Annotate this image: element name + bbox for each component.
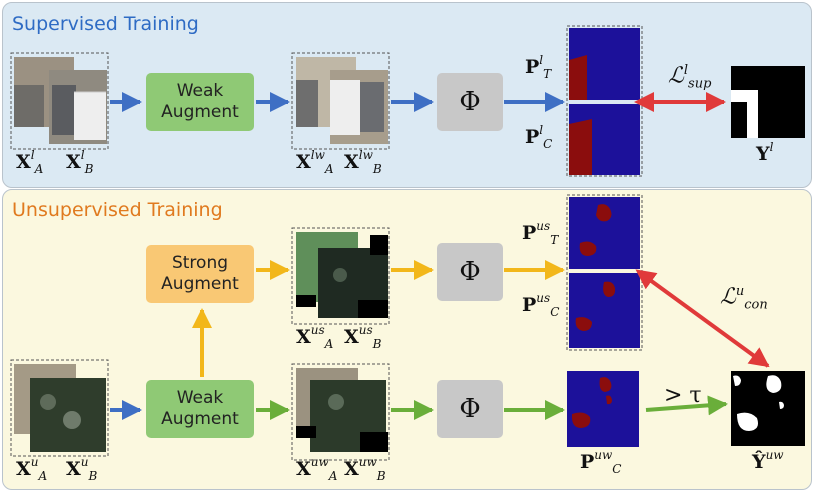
unsupervised-title: Unsupervised Training [12,199,223,221]
pseudo-label-map [731,371,805,446]
sup-label-y: Yl [756,140,774,165]
supervised-title: Supervised Training [12,13,199,35]
sup-weak-images [291,52,390,150]
sup-pred-t-label: PlT [525,53,552,81]
unsup-strong-model-phi: Φ [437,243,503,301]
unsup-weak-pred-label: PuwC [580,448,622,476]
sup-weak-augment-box: Weak Augment [146,73,254,131]
unsup-strong-b-label: XusB [344,323,382,351]
unsup-strong-images [291,227,390,325]
unsup-input-images [10,359,109,457]
unsup-weak-augment-box: Weak Augment [146,380,254,438]
pseudo-label-y: Ŷuw [752,448,784,473]
unsup-weak-model-phi: Φ [437,380,503,438]
sup-input-a-label: XlA [16,148,44,176]
sup-model-phi: Φ [437,73,503,131]
sup-input-b-label: XlB [66,148,94,176]
sup-label-map [731,66,805,138]
sup-pred-c-label: PlC [525,123,553,151]
unsup-weak-images [291,363,390,461]
unsup-pred-c-label: PusC [522,291,560,319]
sup-loss-label: ℒlsup [668,63,712,92]
unsup-weak-a-label: XuwA [296,455,338,483]
threshold-label: > τ [664,383,702,408]
unsup-loss-label: ℒucon [720,284,768,313]
unsup-pred-maps [566,194,643,351]
strong-augment-box: Strong Augment [146,245,254,303]
sup-pred-maps [566,25,643,177]
unsup-input-a-label: XuA [16,455,48,483]
sup-weak-b-label: XlwB [344,148,382,176]
sup-input-images [10,52,109,150]
sup-weak-a-label: XlwA [296,148,334,176]
unsup-input-b-label: XuB [66,455,98,483]
unsup-weak-b-label: XuwB [344,455,386,483]
unsup-weak-pred-map [567,371,639,447]
unsup-pred-t-label: PusT [522,219,559,247]
unsup-strong-a-label: XusA [296,323,334,351]
arrows [110,92,770,420]
